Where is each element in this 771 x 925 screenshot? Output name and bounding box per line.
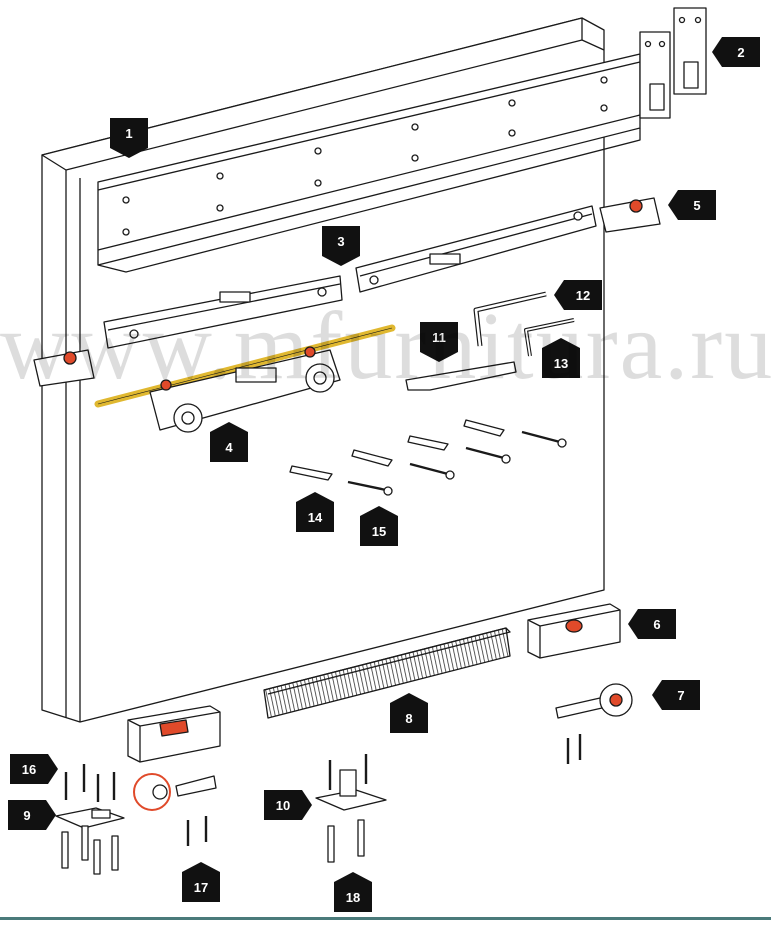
end-caps xyxy=(639,7,707,119)
callout-number: 5 xyxy=(693,198,700,213)
callout-number: 4 xyxy=(225,440,233,455)
damper-right xyxy=(355,205,597,293)
callout-label-7: 7 xyxy=(652,680,700,710)
damper-left xyxy=(103,275,343,349)
callout-number: 1 xyxy=(125,126,132,141)
bottom-stopper xyxy=(527,603,621,659)
callout-number: 13 xyxy=(554,356,568,371)
callout-number: 6 xyxy=(653,617,660,632)
callout-shape xyxy=(210,422,248,462)
callout-shape xyxy=(652,680,700,710)
bottom-roller-right xyxy=(555,683,633,764)
callout-number: 16 xyxy=(22,762,36,777)
callout-shape xyxy=(360,506,398,546)
callout-number: 15 xyxy=(372,524,386,539)
callout-shape xyxy=(296,492,334,532)
callout-number: 7 xyxy=(677,688,684,703)
bottom-roller-left xyxy=(133,773,217,846)
brush-seal xyxy=(263,627,511,719)
bottom-guide-housing xyxy=(127,705,221,763)
callout-label-5: 5 xyxy=(668,190,716,220)
callout-number: 8 xyxy=(405,711,412,726)
callout-shape xyxy=(322,226,360,266)
callout-shape xyxy=(264,790,312,820)
top-guide-left xyxy=(33,349,95,387)
callout-number: 10 xyxy=(276,798,290,813)
callout-number: 14 xyxy=(308,510,323,525)
callout-shape xyxy=(10,754,58,784)
callout-shape xyxy=(712,37,760,67)
callout-shape xyxy=(628,609,676,639)
callout-shape xyxy=(668,190,716,220)
callout-number: 9 xyxy=(23,808,30,823)
callout-number: 2 xyxy=(737,45,744,60)
callout-label-13: 13 xyxy=(542,338,580,378)
callout-label-11: 11 xyxy=(420,322,458,362)
callout-label-10: 10 xyxy=(264,790,312,820)
floor-pin xyxy=(315,754,387,863)
screws xyxy=(347,430,567,496)
bottom-border xyxy=(0,917,771,920)
callout-label-2: 2 xyxy=(712,37,760,67)
callout-label-16: 16 xyxy=(10,754,58,784)
callout-label-18: 18 xyxy=(334,872,372,912)
callout-label-1: 1 xyxy=(110,118,148,158)
callout-shape xyxy=(554,280,602,310)
callout-label-9: 9 xyxy=(8,800,56,830)
floor-guide xyxy=(55,764,125,875)
callout-shape xyxy=(334,872,372,912)
callout-label-6: 6 xyxy=(628,609,676,639)
wall-plugs xyxy=(289,419,505,481)
callout-number: 12 xyxy=(576,288,590,303)
wrench xyxy=(405,361,517,391)
callout-number: 18 xyxy=(346,890,360,905)
callout-shape xyxy=(420,322,458,362)
callout-number: 11 xyxy=(432,330,446,345)
callout-label-12: 12 xyxy=(554,280,602,310)
callout-label-14: 14 xyxy=(296,492,334,532)
callout-label-8: 8 xyxy=(390,693,428,733)
hex-key-large xyxy=(473,291,547,347)
top-rail xyxy=(97,53,641,273)
callout-label-3: 3 xyxy=(322,226,360,266)
callout-label-4: 4 xyxy=(210,422,248,462)
top-guide-right xyxy=(599,197,661,233)
callout-shape xyxy=(182,862,220,902)
callout-number: 3 xyxy=(337,234,344,249)
callout-shape xyxy=(110,118,148,158)
roller-carriage xyxy=(149,346,341,433)
callout-shape xyxy=(8,800,56,830)
callout-label-17: 17 xyxy=(182,862,220,902)
callout-shape xyxy=(390,693,428,733)
callout-shape xyxy=(542,338,580,378)
callout-number: 17 xyxy=(194,880,208,895)
hex-key-small xyxy=(524,318,575,357)
callout-label-15: 15 xyxy=(360,506,398,546)
